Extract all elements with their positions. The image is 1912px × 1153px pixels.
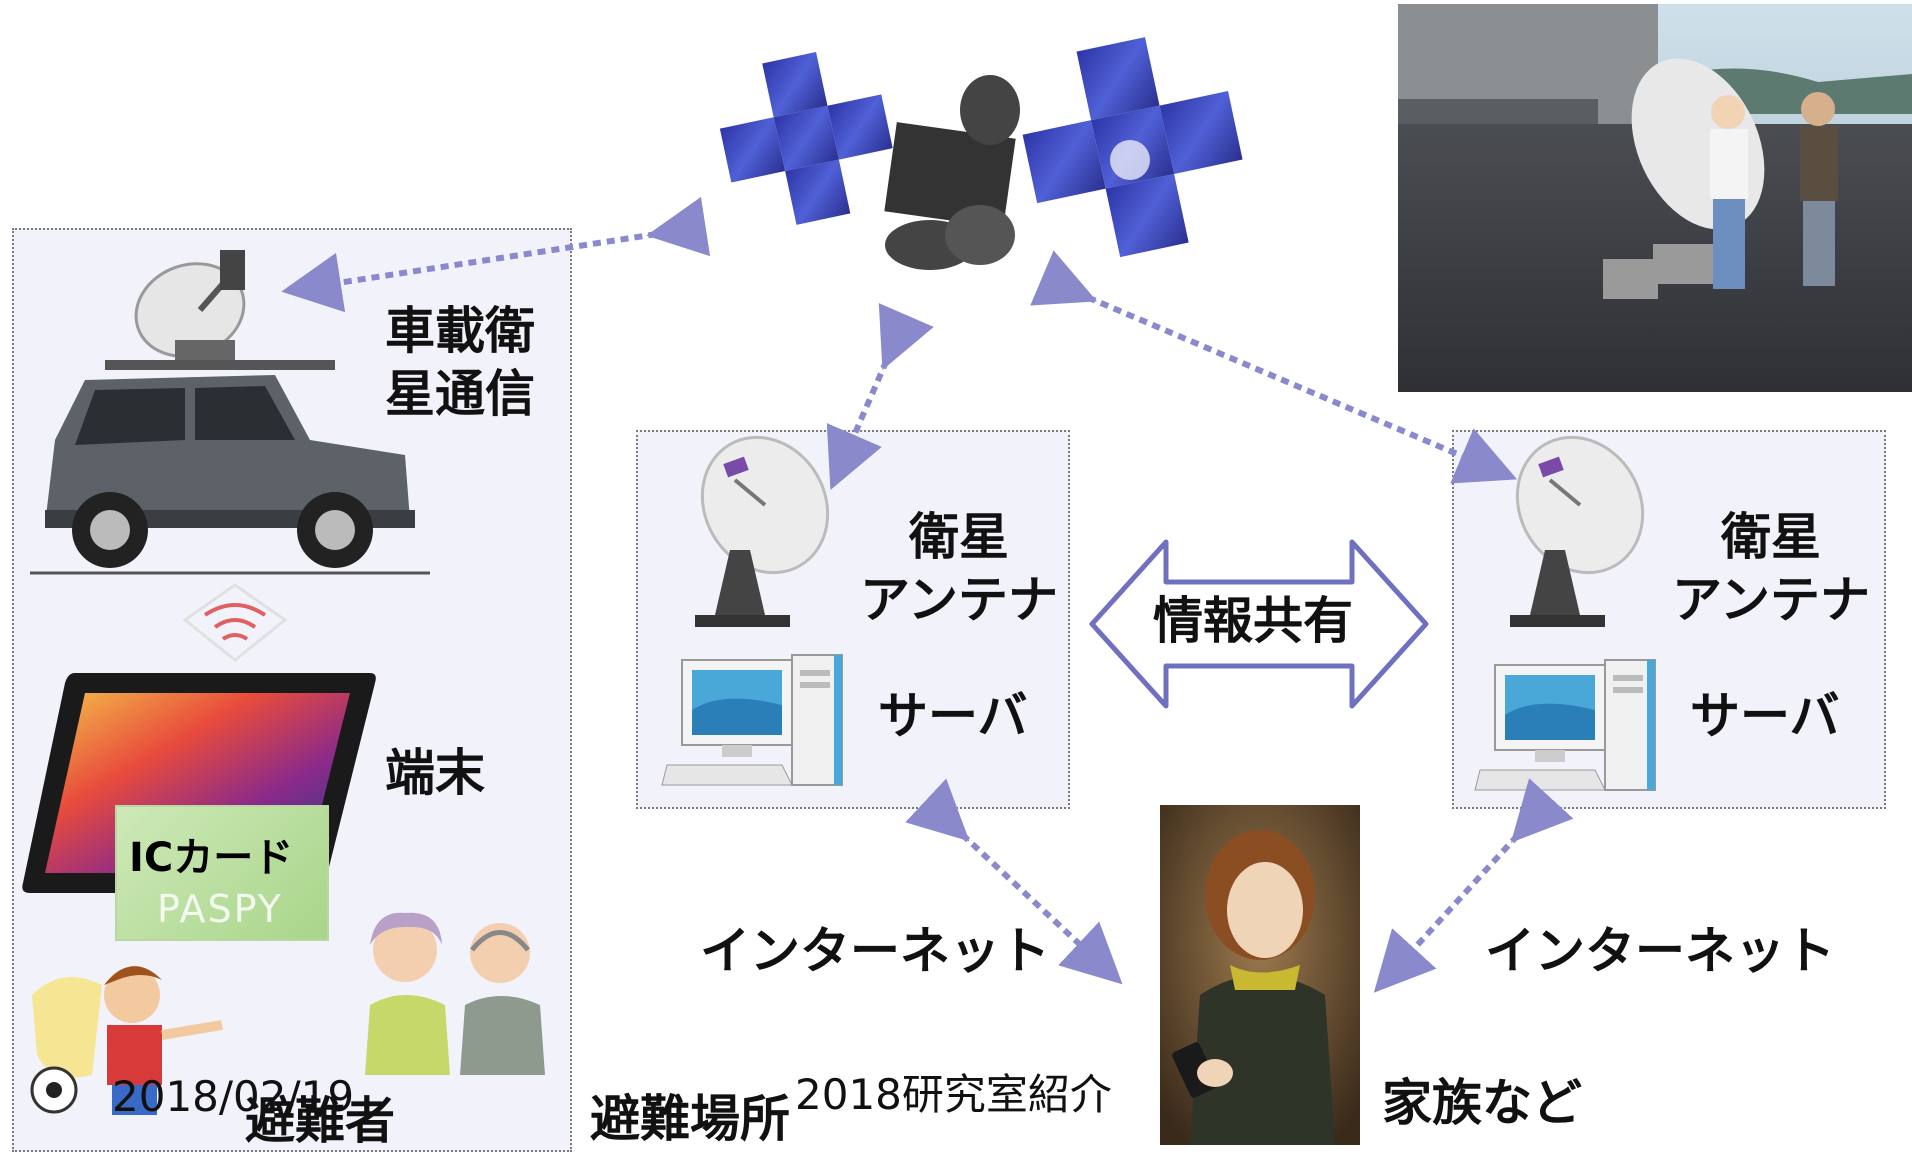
satellite-image: [719, 37, 1243, 270]
antenna-label-left: 衛星 アンテナ: [860, 508, 1058, 629]
server-computer-icon: [661, 654, 843, 786]
satellite-antenna-icon: [695, 435, 830, 627]
ic-card-image: ICカード PASPY: [115, 805, 329, 941]
link-vehicle-satellite: [281, 196, 711, 313]
link-satellite-station-right: [1030, 250, 1518, 484]
footer-title: 2018研究室紹介: [795, 1070, 1112, 1119]
server-label-right: サーバ: [1690, 687, 1840, 745]
evacuee-child-image: [30, 966, 223, 1115]
terminal-label: 端末: [385, 744, 485, 802]
wireless-signal-icon: [182, 583, 288, 662]
link-station-left-family: [905, 778, 1123, 985]
family-label: 家族など: [1382, 1074, 1582, 1132]
server-label-left: サーバ: [878, 687, 1028, 745]
vehicle-satellite-image: [30, 250, 430, 575]
family-phone-photo: [1160, 805, 1360, 1145]
ic-card-label: ICカード: [129, 835, 294, 881]
evacuee-elderly-couple-image: [365, 912, 545, 1075]
shelter-label: 避難場所: [590, 1090, 790, 1148]
evacuees-label: 避難者: [245, 1092, 395, 1150]
link-satellite-station-left: [826, 303, 934, 491]
link-station-right-family: [1373, 778, 1574, 993]
server-computer-icon: [1474, 659, 1656, 791]
satellite-antenna-icon: [1510, 435, 1645, 627]
ic-card-brand: PASPY: [157, 887, 283, 931]
info-share-label: 情報共有: [1153, 592, 1353, 650]
rooftop-antenna-photo: [1398, 4, 1912, 392]
footer-date: 2018/02/19: [112, 1072, 355, 1121]
antenna-label-right: 衛星 アンテナ: [1672, 508, 1870, 629]
info-share-double-arrow: [1089, 539, 1429, 709]
